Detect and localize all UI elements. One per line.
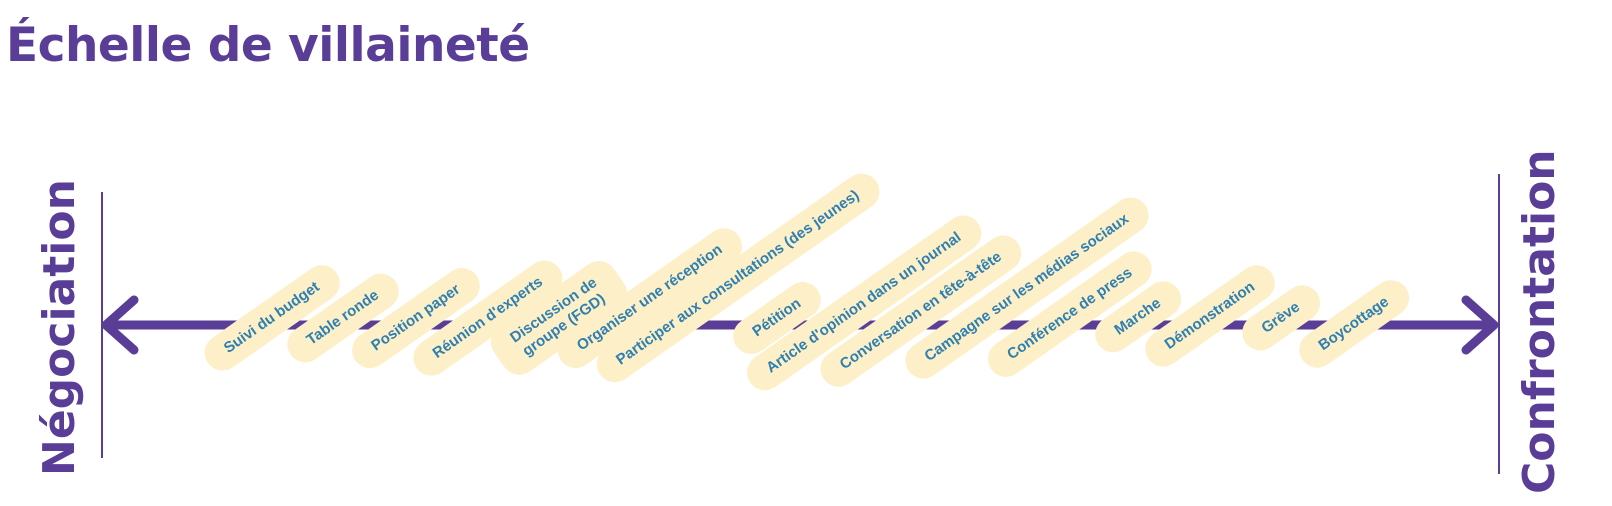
right-boundary-line bbox=[1498, 174, 1500, 474]
page-title: Échelle de villaineté bbox=[6, 18, 530, 73]
